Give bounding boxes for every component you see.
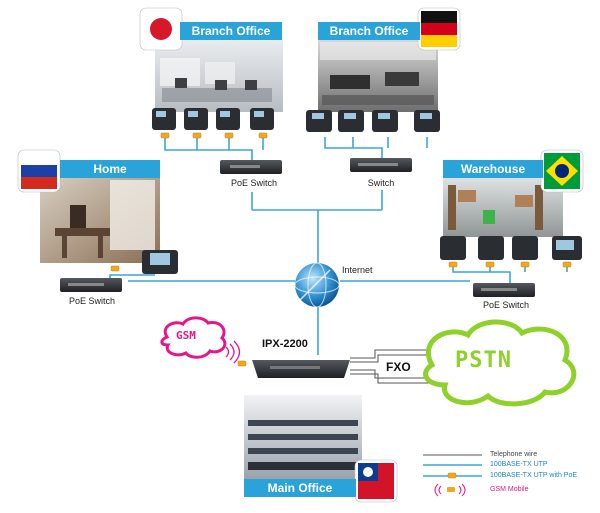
ipx-2200-device <box>252 360 350 378</box>
label-switch-top: Switch <box>367 178 395 188</box>
label-poe-switch-top: PoE Switch <box>230 178 278 188</box>
label-pstn: PSTN <box>455 348 512 373</box>
flag-russia <box>17 149 61 193</box>
gsm-legend-badge <box>447 487 455 492</box>
banner-branch-office-germany: Branch Office <box>318 22 420 40</box>
site-branch-japan <box>155 40 283 112</box>
label-gsm: GSM <box>176 329 196 342</box>
label-ipx-2200: IPX-2200 <box>262 338 308 350</box>
banner-warehouse: Warehouse <box>443 160 543 178</box>
label-fxo: FXO <box>386 360 411 374</box>
label-poe-switch-warehouse: PoE Switch <box>482 300 530 310</box>
poe-switch-top <box>220 160 282 174</box>
gsm-cloud <box>160 316 227 359</box>
poe-switch-warehouse <box>473 283 535 297</box>
gsm-mobile-legend-icon <box>434 483 466 497</box>
gsm-signal-icon <box>225 340 241 364</box>
label-poe-switch-home: PoE Switch <box>68 296 116 306</box>
legend-telephone-wire: Telephone wire <box>490 451 538 458</box>
site-branch-germany <box>318 40 438 112</box>
telephone-wires <box>350 349 482 456</box>
label-internet: Internet <box>342 265 373 275</box>
switch-top <box>350 158 412 172</box>
banner-branch-office-japan: Branch Office <box>180 22 282 40</box>
network-lines <box>109 137 568 477</box>
pstn-cloud <box>423 319 577 407</box>
flag-brazil <box>540 149 584 193</box>
flag-germany <box>417 7 461 51</box>
banner-main-office: Main Office <box>244 479 356 497</box>
phone-screens <box>150 111 574 265</box>
internet-globe-icon <box>294 262 340 308</box>
banner-home: Home <box>60 160 160 178</box>
site-home <box>40 177 160 263</box>
poe-switch-home <box>60 278 122 292</box>
legend-utp-poe: 100BASE-TX UTP with PoE <box>490 472 578 479</box>
legend-utp: 100BASE-TX UTP <box>490 461 548 468</box>
flag-japan <box>139 7 183 51</box>
legend-gsm-mobile: GSM Mobile <box>490 486 529 493</box>
poe-badges <box>110 132 572 479</box>
site-main-office <box>244 395 362 479</box>
flag-taiwan <box>354 459 398 503</box>
